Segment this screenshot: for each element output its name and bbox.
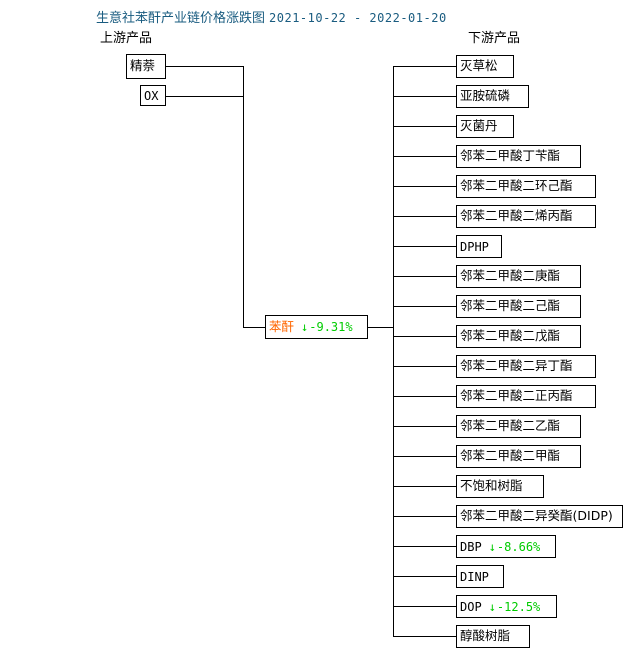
downstream-node-6-label: DPHP bbox=[460, 239, 489, 254]
upstream-node-0[interactable]: 精萘 bbox=[126, 54, 166, 79]
downstream-node-15[interactable]: 邻苯二甲酸二异癸酯(DIDP) bbox=[456, 505, 623, 528]
downstream-node-14[interactable]: 不饱和树脂 bbox=[456, 475, 544, 498]
downstream-node-18-label: DOP bbox=[460, 599, 482, 614]
downstream-node-1-label: 亚胺硫磷 bbox=[460, 88, 511, 104]
connector-downstream-2 bbox=[393, 126, 456, 127]
downstream-node-15-label: 邻苯二甲酸二异癸酯(DIDP) bbox=[460, 508, 613, 524]
connector-downstream-11 bbox=[393, 396, 456, 397]
downstream-node-13-label: 邻苯二甲酸二甲酯 bbox=[460, 448, 561, 464]
downstream-node-4-label: 邻苯二甲酸二环己酯 bbox=[460, 178, 573, 194]
down-arrow-icon: ↓ bbox=[488, 539, 496, 554]
downstream-node-16-change: ↓-8.66% bbox=[489, 541, 541, 553]
upstream-trunk bbox=[243, 66, 244, 327]
downstream-node-12-label: 邻苯二甲酸二乙酯 bbox=[460, 418, 561, 434]
downstream-node-11-label: 邻苯二甲酸二正丙酯 bbox=[460, 388, 573, 404]
connector-center-to-trunk bbox=[368, 327, 393, 328]
connector-upstream-0 bbox=[166, 66, 244, 67]
connector-downstream-18 bbox=[393, 606, 456, 607]
upstream-node-1[interactable]: OX bbox=[140, 85, 166, 106]
upstream-node-0-label: 精萘 bbox=[130, 58, 156, 74]
downstream-node-7[interactable]: 邻苯二甲酸二庚酯 bbox=[456, 265, 581, 288]
connector-downstream-16 bbox=[393, 546, 456, 547]
downstream-node-0-label: 灭草松 bbox=[460, 58, 498, 74]
center-node-change: ↓-9.31% bbox=[301, 321, 353, 333]
connector-downstream-12 bbox=[393, 426, 456, 427]
downstream-node-4[interactable]: 邻苯二甲酸二环己酯 bbox=[456, 175, 596, 198]
downstream-node-9-label: 邻苯二甲酸二戊酯 bbox=[460, 328, 561, 344]
connector-downstream-0 bbox=[393, 66, 456, 67]
connector-downstream-9 bbox=[393, 336, 456, 337]
downstream-node-8[interactable]: 邻苯二甲酸二己酯 bbox=[456, 295, 581, 318]
connector-downstream-3 bbox=[393, 156, 456, 157]
downstream-node-16[interactable]: DBP ↓-8.66% bbox=[456, 535, 556, 558]
connector-downstream-19 bbox=[393, 636, 456, 637]
center-node-benzene-anhydride[interactable]: 苯酐 ↓-9.31% bbox=[265, 315, 368, 339]
downstream-node-3-label: 邻苯二甲酸丁苄酯 bbox=[460, 148, 561, 164]
connector-downstream-8 bbox=[393, 306, 456, 307]
upstream-column-header: 上游产品 bbox=[100, 31, 153, 46]
downstream-node-10[interactable]: 邻苯二甲酸二异丁酯 bbox=[456, 355, 596, 378]
connector-downstream-15 bbox=[393, 516, 456, 517]
downstream-node-19[interactable]: 醇酸树脂 bbox=[456, 625, 530, 648]
connector-downstream-14 bbox=[393, 486, 456, 487]
connector-downstream-7 bbox=[393, 276, 456, 277]
downstream-node-19-label: 醇酸树脂 bbox=[460, 628, 511, 644]
center-node-change-value: -9.31% bbox=[309, 320, 353, 334]
downstream-node-17[interactable]: DINP bbox=[456, 565, 504, 588]
downstream-node-5-label: 邻苯二甲酸二烯丙酯 bbox=[460, 208, 573, 224]
connector-downstream-10 bbox=[393, 366, 456, 367]
connector-downstream-13 bbox=[393, 456, 456, 457]
downstream-node-2-label: 灭菌丹 bbox=[460, 118, 498, 134]
downstream-node-6[interactable]: DPHP bbox=[456, 235, 502, 258]
downstream-node-11[interactable]: 邻苯二甲酸二正丙酯 bbox=[456, 385, 596, 408]
connector-upstream-1 bbox=[166, 96, 244, 97]
downstream-node-18[interactable]: DOP ↓-12.5% bbox=[456, 595, 557, 618]
downstream-node-5[interactable]: 邻苯二甲酸二烯丙酯 bbox=[456, 205, 596, 228]
connector-downstream-17 bbox=[393, 576, 456, 577]
down-arrow-icon: ↓ bbox=[488, 599, 496, 614]
center-node-label: 苯酐 bbox=[269, 318, 295, 334]
down-arrow-icon: ↓ bbox=[301, 320, 309, 334]
downstream-node-10-label: 邻苯二甲酸二异丁酯 bbox=[460, 358, 573, 374]
connector-downstream-1 bbox=[393, 96, 456, 97]
downstream-node-12[interactable]: 邻苯二甲酸二乙酯 bbox=[456, 415, 581, 438]
downstream-node-17-label: DINP bbox=[460, 569, 489, 584]
downstream-trunk bbox=[393, 66, 394, 636]
upstream-node-1-label: OX bbox=[144, 88, 159, 103]
downstream-node-9[interactable]: 邻苯二甲酸二戊酯 bbox=[456, 325, 581, 348]
connector-downstream-6 bbox=[393, 246, 456, 247]
downstream-node-7-label: 邻苯二甲酸二庚酯 bbox=[460, 268, 561, 284]
downstream-column-header: 下游产品 bbox=[468, 31, 521, 46]
page-title-date-range: 2021-10-22 - 2022-01-20 bbox=[269, 11, 447, 25]
downstream-node-16-change-value: -8.66% bbox=[496, 539, 541, 554]
downstream-node-14-label: 不饱和树脂 bbox=[460, 478, 523, 494]
connector-downstream-4 bbox=[393, 186, 456, 187]
downstream-node-18-change: ↓-12.5% bbox=[489, 601, 541, 613]
downstream-node-13[interactable]: 邻苯二甲酸二甲酯 bbox=[456, 445, 581, 468]
downstream-node-3[interactable]: 邻苯二甲酸丁苄酯 bbox=[456, 145, 581, 168]
downstream-node-2[interactable]: 灭菌丹 bbox=[456, 115, 514, 138]
downstream-node-18-change-value: -12.5% bbox=[496, 599, 541, 614]
connector-trunk-to-center bbox=[243, 327, 266, 328]
downstream-node-16-label: DBP bbox=[460, 539, 482, 554]
downstream-node-8-label: 邻苯二甲酸二己酯 bbox=[460, 298, 561, 314]
downstream-node-1[interactable]: 亚胺硫磷 bbox=[456, 85, 529, 108]
downstream-node-0[interactable]: 灭草松 bbox=[456, 55, 514, 78]
connector-downstream-5 bbox=[393, 216, 456, 217]
page-title-text: 生意社苯酐产业链价格涨跌图 bbox=[96, 11, 266, 26]
